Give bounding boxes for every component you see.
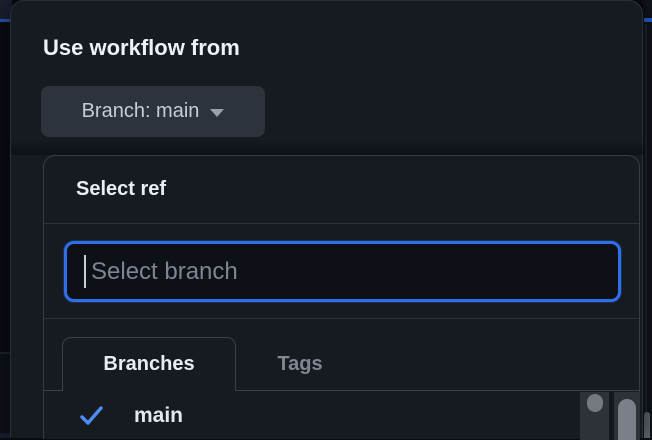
page-behind-left-band bbox=[0, 0, 12, 19]
page-scrollbar-thumb[interactable] bbox=[644, 412, 650, 438]
tab-branches-label: Branches bbox=[103, 353, 195, 375]
select-ref-title: Select ref bbox=[76, 178, 167, 200]
ref-search-input[interactable] bbox=[64, 241, 621, 302]
check-icon bbox=[80, 406, 103, 425]
tab-tags[interactable]: Tags bbox=[236, 337, 364, 391]
chevron-down-icon bbox=[210, 109, 225, 117]
page-behind-right-border bbox=[645, 24, 647, 438]
branch-selector-button[interactable]: Branch: main bbox=[41, 86, 265, 137]
text-cursor bbox=[84, 255, 86, 288]
page-accent-line-right bbox=[644, 18, 652, 22]
page-behind-left-sliver bbox=[0, 433, 10, 438]
ref-list-item-main[interactable]: main bbox=[44, 391, 564, 440]
menu-scrollbar-thumb[interactable] bbox=[618, 399, 636, 440]
menu-shadow bbox=[11, 139, 644, 155]
dialog-title: Use workflow from bbox=[43, 35, 240, 60]
menu-scrollbar-track[interactable] bbox=[614, 392, 640, 440]
ref-search-section bbox=[44, 224, 639, 319]
ref-search-wrapper bbox=[64, 241, 621, 302]
page-behind-right-strip bbox=[643, 0, 652, 438]
tab-tags-label: Tags bbox=[277, 352, 323, 375]
workflow-dispatch-dialog: Use workflow from Branch: main Select re… bbox=[10, 0, 644, 440]
list-scrollbar-track[interactable] bbox=[580, 392, 609, 440]
tab-branches[interactable]: Branches bbox=[62, 337, 236, 391]
page-accent-line-left bbox=[0, 19, 12, 22]
ref-menu-header: Select ref bbox=[44, 156, 639, 224]
page-behind-left-divider bbox=[0, 352, 10, 354]
page-behind-left-lower bbox=[0, 354, 10, 438]
scrollbar-gap bbox=[609, 392, 614, 440]
branch-selector-label: Branch: main bbox=[81, 100, 200, 122]
list-scrollbar-thumb[interactable] bbox=[587, 394, 603, 412]
ref-list-item-label: main bbox=[134, 403, 184, 427]
ref-list: main bbox=[44, 391, 639, 440]
tab-divider bbox=[44, 390, 639, 391]
ref-select-menu: Select ref Branches Tags main bbox=[43, 155, 640, 440]
ref-tabs: Branches Tags bbox=[44, 319, 639, 391]
